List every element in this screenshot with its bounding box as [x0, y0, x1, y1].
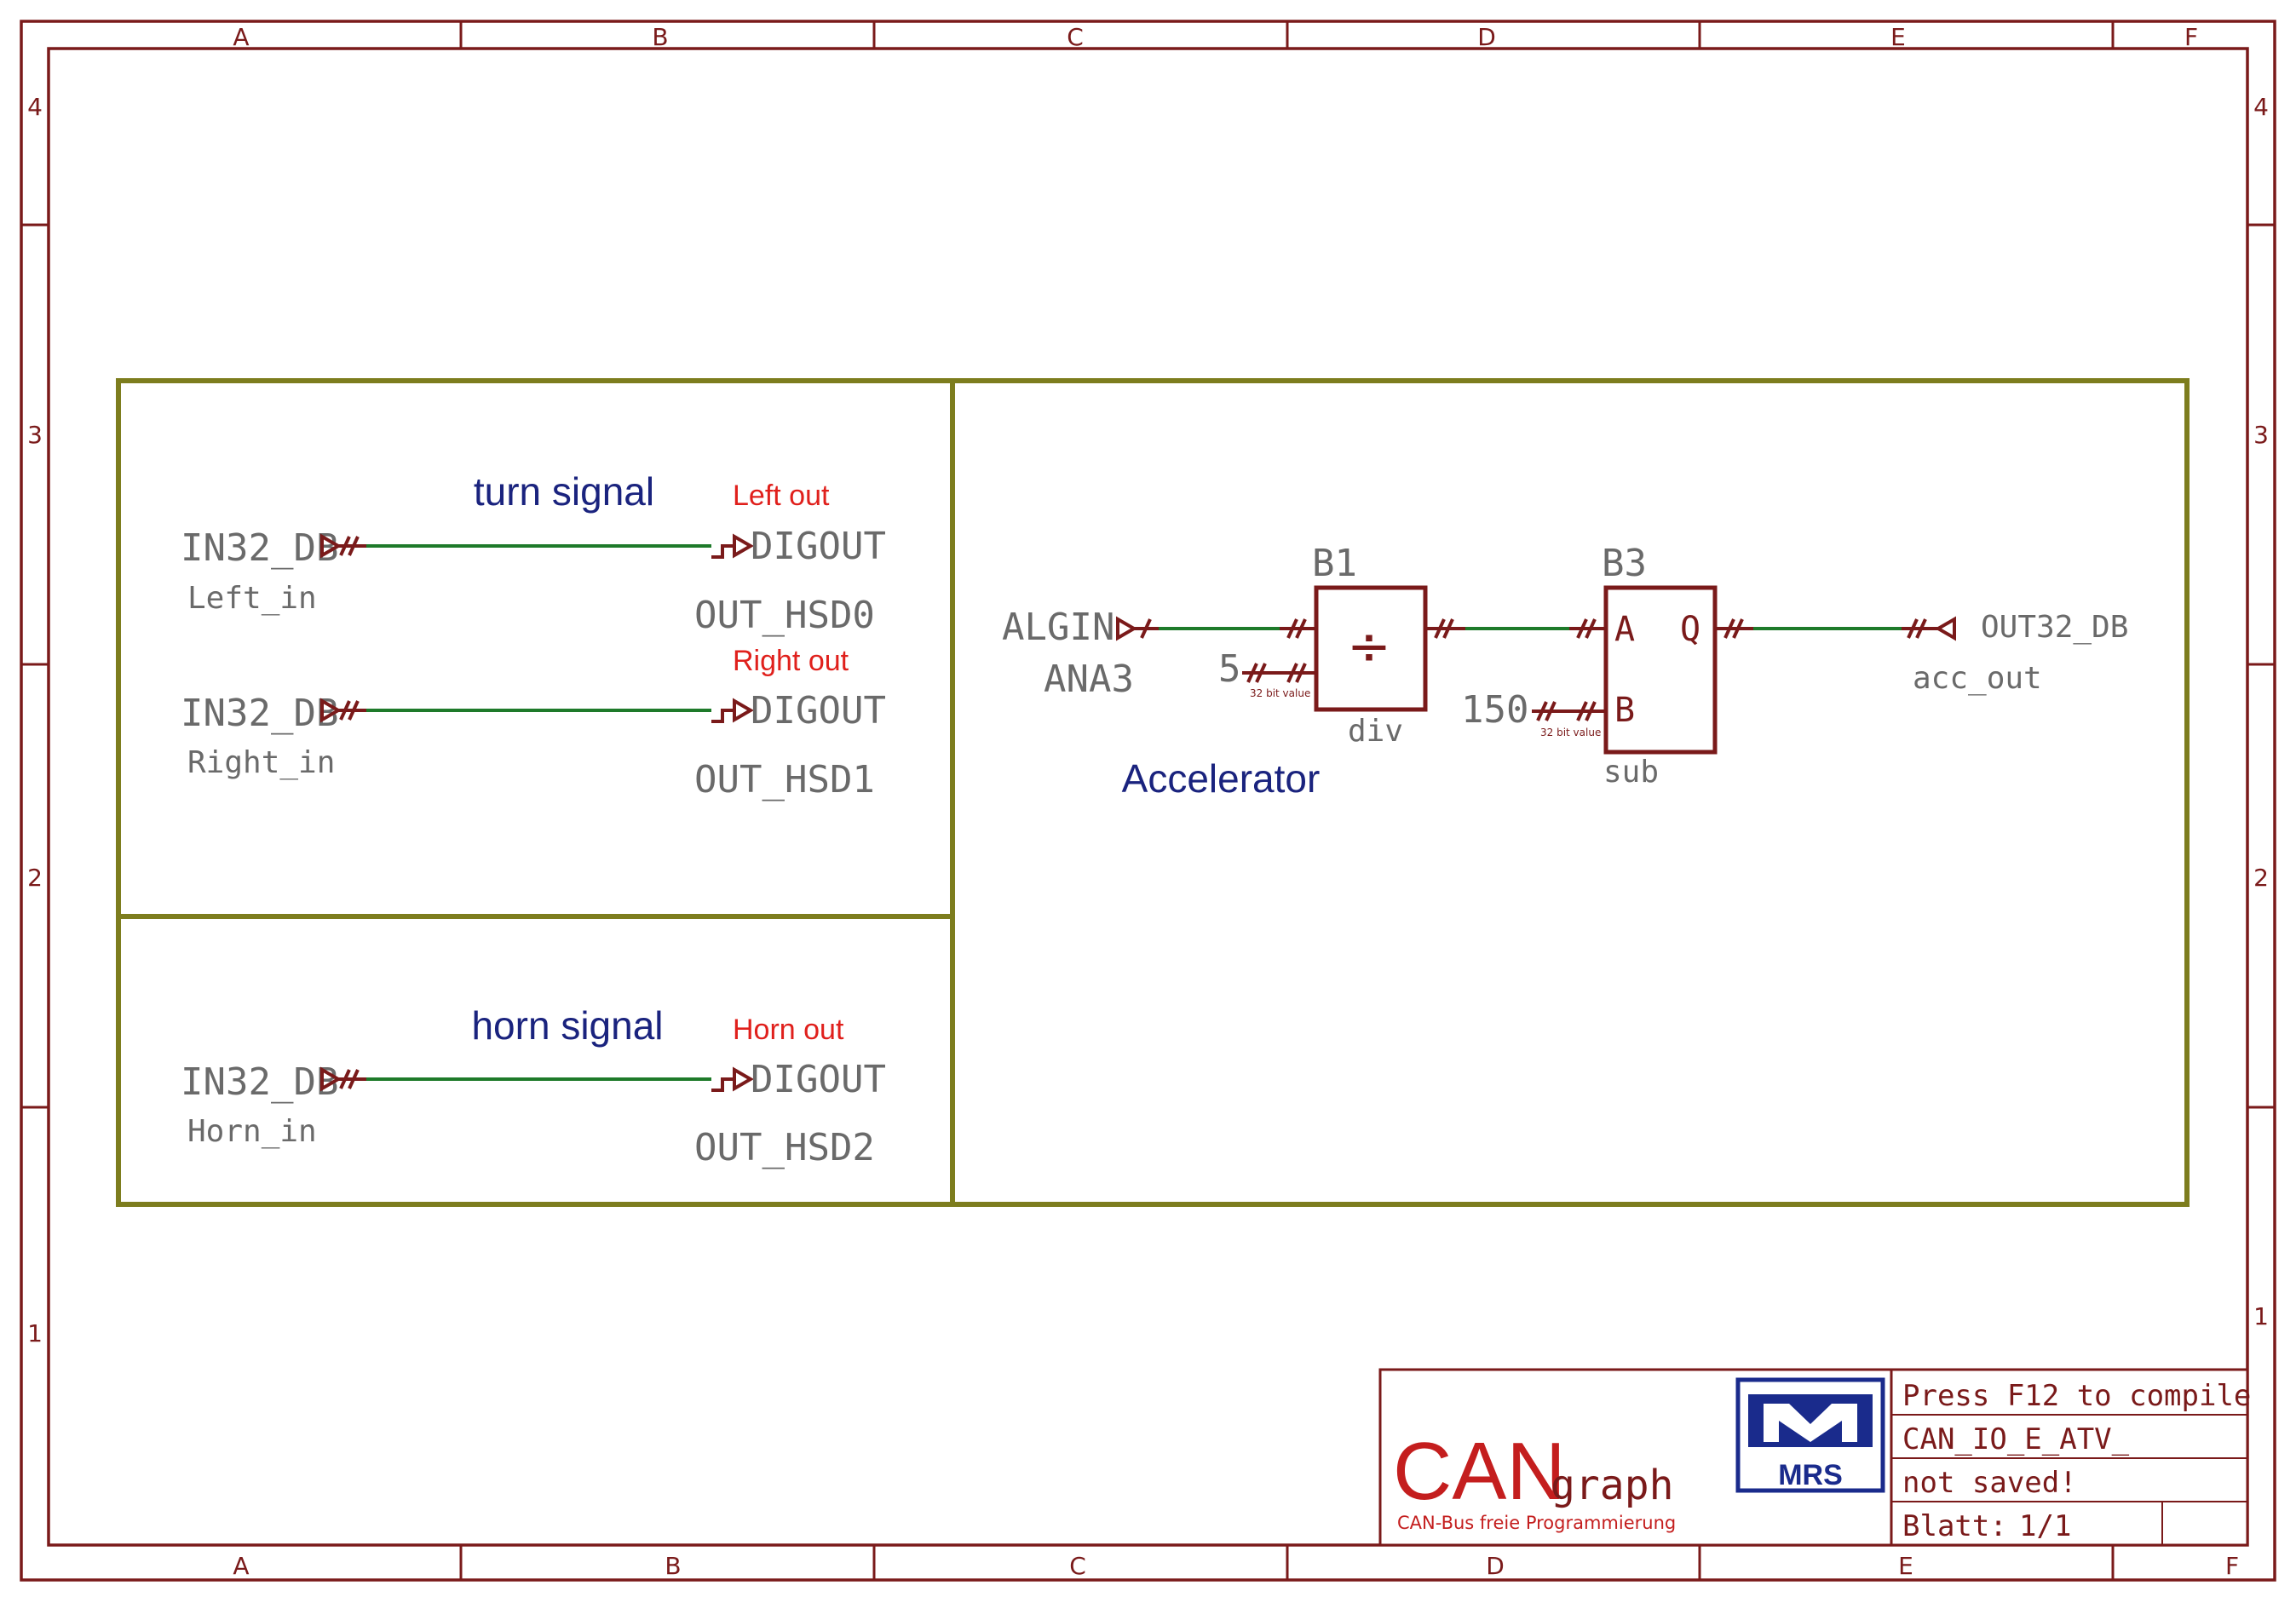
output-comment-label: Right out: [733, 645, 849, 677]
svg-text:MRS: MRS: [1778, 1459, 1843, 1491]
col-label-bottom-f: F: [2225, 1552, 2239, 1580]
output-type-label: DIGOUT: [751, 1058, 886, 1101]
mrs-logo: MRS: [1735, 1377, 1885, 1493]
horn-channel[interactable]: IN32_DB Horn_in Horn out DIGOUT OUT_HSD2: [181, 1014, 886, 1169]
sheet-number: 1/1: [2019, 1509, 2071, 1543]
input-type-label: IN32_DB: [181, 526, 338, 570]
horn-signal-title: horn signal: [471, 1003, 663, 1048]
col-label-top-e: E: [1890, 23, 1906, 51]
cangraph-subtitle: CAN-Bus freie Programmierung: [1397, 1513, 1676, 1533]
col-label-top-a: A: [233, 23, 249, 51]
col-label-top-d: D: [1477, 23, 1496, 51]
right-channel[interactable]: IN32_DB Right_in Right out DIGOUT OUT_HS…: [181, 645, 886, 801]
drawing-frame: A B C D E F A B C D E F 4 3 2 1 4 3 2 1: [20, 20, 2276, 1582]
output-pin-icon[interactable]: [711, 1066, 754, 1092]
output-name-label: OUT_HSD0: [694, 594, 875, 637]
input-pin-icon[interactable]: [320, 1066, 366, 1092]
col-label-top-b: B: [652, 23, 668, 51]
sheet-label: Blatt:: [1902, 1509, 2007, 1543]
sub-pin-b-label: B: [1614, 691, 1635, 730]
output-name-label: OUT_HSD1: [694, 758, 875, 801]
compile-hint: Press F12 to compile: [1902, 1379, 2251, 1413]
output-pin-icon[interactable]: [711, 698, 754, 723]
output-comment-label: Left out: [733, 480, 830, 512]
sub-constant-note: 32 bit value: [1540, 727, 1601, 738]
row-label-right-3: 3: [2253, 421, 2269, 449]
analog-input-pin-icon[interactable]: [1116, 616, 1159, 641]
div-constant-note: 32 bit value: [1250, 687, 1310, 699]
row-label-left-2: 2: [27, 864, 43, 892]
sub-constant: 150: [1461, 688, 1528, 732]
sub-block[interactable]: [1603, 585, 1718, 755]
col-label-bottom-e: E: [1898, 1552, 1913, 1580]
analog-input-name: ANA3: [1044, 658, 1134, 701]
save-status: not saved!: [1902, 1466, 2077, 1500]
output-pin-icon[interactable]: [711, 533, 754, 559]
input-name-label: Left_in: [187, 581, 317, 616]
analog-output-pin-icon[interactable]: [1902, 616, 1956, 641]
row-label-left-1: 1: [27, 1319, 43, 1347]
row-label-right-4: 4: [2253, 93, 2269, 121]
accelerator-group[interactable]: [950, 378, 2190, 1207]
outer-border: [20, 20, 2276, 1582]
output-type-label: DIGOUT: [751, 525, 886, 568]
div-block[interactable]: [1314, 585, 1428, 712]
col-label-top-c: C: [1067, 23, 1084, 51]
inner-border: [47, 47, 2249, 1547]
output-name-label: acc_out: [1913, 661, 2042, 696]
input-type-label: IN32_DB: [181, 692, 338, 735]
cangraph-logo: CAN: [1393, 1426, 1566, 1517]
title-block: CAN graph CAN-Bus freie Programmierung M…: [1378, 1368, 2251, 1547]
div-constant: 5: [1218, 647, 1241, 691]
accelerator-circuit[interactable]: ALGIN ANA3 B1 ÷ div 5 32 bit value B3 A …: [1002, 542, 2128, 801]
div-constant-pin-icon[interactable]: [1242, 663, 1316, 683]
output-name-label: OUT_HSD2: [694, 1126, 875, 1169]
input-pin-icon[interactable]: [320, 698, 366, 723]
output-type-label: DIGOUT: [751, 689, 886, 732]
sub-block-id: B3: [1602, 542, 1647, 585]
row-label-right-1: 1: [2253, 1302, 2269, 1330]
accelerator-title: Accelerator: [1122, 756, 1321, 801]
col-label-bottom-d: D: [1486, 1552, 1505, 1580]
input-pin-icon[interactable]: [320, 533, 366, 559]
output-type-label: OUT32_DB: [1981, 610, 2128, 645]
row-label-left-4: 4: [27, 93, 43, 121]
input-name-label: Horn_in: [187, 1114, 317, 1149]
div-block-name: div: [1348, 714, 1403, 749]
sub-pin-a-label: A: [1614, 610, 1635, 649]
input-name-label: Right_in: [187, 745, 335, 780]
col-label-bottom-b: B: [665, 1552, 681, 1580]
row-label-left-3: 3: [27, 421, 43, 449]
div-block-id: B1: [1312, 542, 1357, 585]
col-label-top-f: F: [2184, 23, 2198, 51]
sub-block-name: sub: [1603, 755, 1659, 790]
sub-constant-pin-icon[interactable]: [1532, 701, 1606, 721]
sub-pin-q-label: Q: [1680, 610, 1700, 649]
project-name: CAN_IO_E_ATV_: [1902, 1422, 2130, 1456]
input-type-label: IN32_DB: [181, 1060, 338, 1104]
col-label-bottom-c: C: [1069, 1552, 1086, 1580]
col-label-bottom-a: A: [233, 1552, 249, 1580]
turn-signal-title: turn signal: [474, 469, 654, 514]
left-channel[interactable]: IN32_DB Left_in Left out DIGOUT OUT_HSD0: [181, 480, 886, 637]
analog-input-type: ALGIN: [1002, 606, 1114, 649]
cangraph-logo-suffix: graph: [1551, 1462, 1674, 1509]
output-comment-label: Horn out: [733, 1014, 844, 1046]
row-label-right-2: 2: [2253, 864, 2269, 892]
divide-icon: ÷: [1347, 615, 1391, 677]
